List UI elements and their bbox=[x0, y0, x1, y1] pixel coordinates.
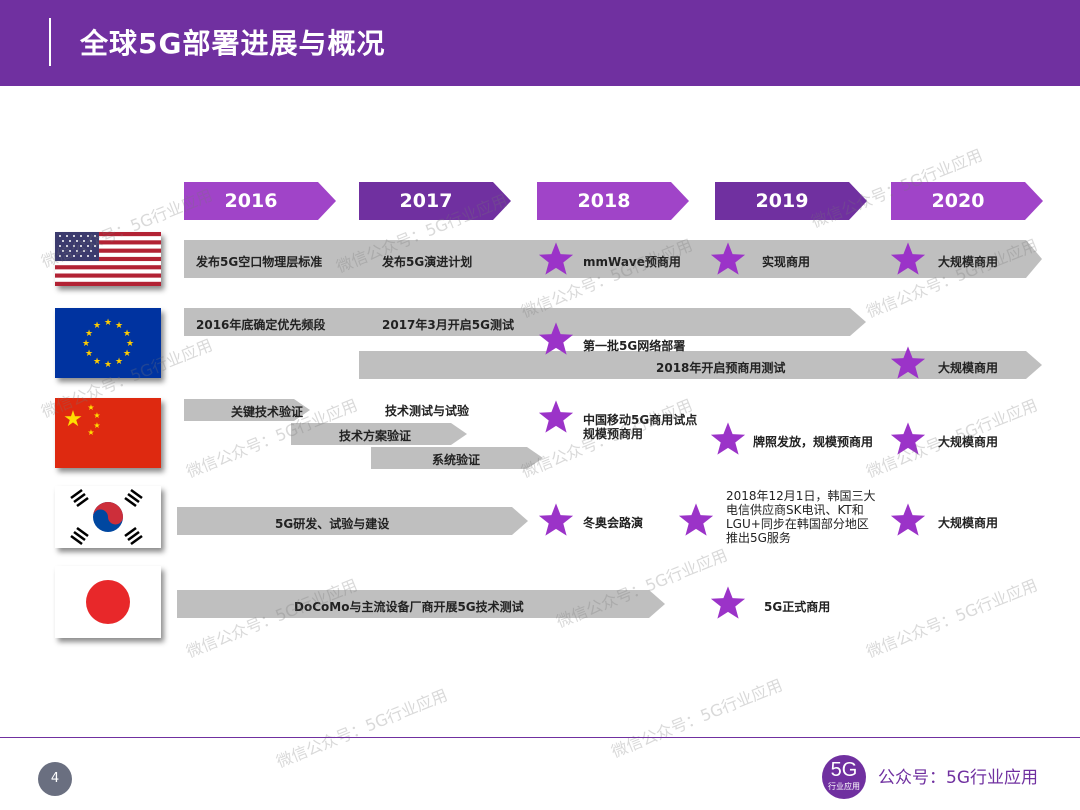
china-label-2019: 牌照发放，规模预商用 bbox=[753, 435, 874, 449]
japan-label-2019: 5G正式商用 bbox=[764, 600, 831, 614]
eu-label-2017: 2017年3月开启5G测试 bbox=[382, 318, 514, 332]
eu-label-2018-test: 2018年开启预商用测试 bbox=[656, 361, 786, 375]
svg-text:★: ★ bbox=[87, 428, 94, 437]
china-flag: ★ ★★ ★★ bbox=[55, 398, 161, 468]
svg-text:★: ★ bbox=[93, 421, 100, 430]
svg-text:★: ★ bbox=[104, 360, 112, 370]
svg-text:★: ★ bbox=[93, 321, 101, 331]
footer-divider bbox=[0, 737, 1080, 738]
japan-timeline-arrow bbox=[177, 590, 665, 618]
svg-text:★: ★ bbox=[126, 339, 134, 349]
logo-subtext: 行业应用 bbox=[828, 782, 860, 791]
china-arrow-1 bbox=[184, 399, 310, 421]
watermark: 微信公众号：5G行业应用 bbox=[553, 545, 731, 632]
china-label-system: 系统验证 bbox=[432, 453, 481, 467]
watermark: 微信公众号：5G行业应用 bbox=[608, 675, 786, 762]
year-2020: 2020 bbox=[891, 182, 1043, 220]
page-number: 4 bbox=[38, 762, 72, 796]
star-icon bbox=[538, 322, 574, 355]
star-icon bbox=[538, 242, 574, 275]
star-icon bbox=[890, 242, 926, 275]
china-label-2020: 大规模商用 bbox=[938, 435, 999, 449]
china-arrow-2 bbox=[291, 423, 467, 445]
svg-text:★: ★ bbox=[123, 349, 131, 359]
svg-text:★: ★ bbox=[63, 407, 83, 432]
star-icon bbox=[890, 346, 926, 379]
eu-label-2016: 2016年底确定优先频段 bbox=[196, 318, 326, 332]
japan-flag bbox=[55, 566, 161, 638]
page-title: 全球5G部署进展与概况 bbox=[80, 27, 386, 60]
header-divider bbox=[49, 18, 51, 66]
star-icon bbox=[890, 503, 926, 536]
year-2019: 2019 bbox=[715, 182, 867, 220]
china-label-key-tech: 关键技术验证 bbox=[231, 405, 304, 419]
svg-text:★: ★ bbox=[115, 321, 123, 331]
star-icon bbox=[678, 503, 714, 536]
svg-text:★: ★ bbox=[85, 349, 93, 359]
star-icon bbox=[710, 586, 746, 619]
eu-label-2020: 大规模商用 bbox=[938, 361, 999, 375]
header-bar: 全球5G部署进展与概况 bbox=[0, 0, 1080, 86]
japan-label-docomo: DoCoMo与主流设备厂商开展5G技术测试 bbox=[294, 600, 524, 614]
year-2018: 2018 bbox=[537, 182, 689, 220]
watermark: 微信公众号：5G行业应用 bbox=[273, 685, 451, 772]
svg-text:★: ★ bbox=[93, 411, 100, 420]
china-label-2018: 中国移动5G商用试点规模预商用 bbox=[583, 413, 698, 441]
svg-text:★: ★ bbox=[85, 329, 93, 339]
year-2016: 2016 bbox=[184, 182, 336, 220]
svg-text:★: ★ bbox=[93, 357, 101, 367]
svg-text:★: ★ bbox=[87, 403, 94, 412]
brand-logo: 5G 行业应用 bbox=[822, 755, 866, 799]
eu-timeline-arrow-2 bbox=[359, 351, 1042, 379]
account-name: 公众号：5G行业应用 bbox=[878, 768, 1038, 788]
korea-timeline-arrow bbox=[177, 507, 528, 535]
usa-flag bbox=[55, 232, 161, 286]
year-2017: 2017 bbox=[359, 182, 511, 220]
svg-text:★: ★ bbox=[82, 339, 90, 349]
usa-label-2018: mmWave预商用 bbox=[583, 255, 681, 269]
star-icon bbox=[538, 400, 574, 433]
usa-label-2019: 实现商用 bbox=[762, 255, 811, 269]
korea-label-rd: 5G研发、试验与建设 bbox=[275, 517, 390, 531]
svg-text:★: ★ bbox=[104, 318, 112, 328]
eu-timeline-arrow-1 bbox=[184, 308, 866, 336]
korea-label-2018: 冬奥会路演 bbox=[583, 516, 644, 530]
logo-text: 5G bbox=[830, 759, 858, 781]
watermark: 微信公众号：5G行业应用 bbox=[863, 575, 1041, 662]
star-icon bbox=[538, 503, 574, 536]
star-icon bbox=[710, 242, 746, 275]
star-icon bbox=[890, 422, 926, 455]
korea-flag bbox=[55, 486, 161, 548]
china-label-tech-test: 技术测试与试验 bbox=[385, 404, 470, 418]
usa-label-2020: 大规模商用 bbox=[938, 255, 999, 269]
usa-label-2017: 发布5G演进计划 bbox=[382, 255, 473, 269]
eu-flag: ★★★ ★★★ ★★★ ★★★ bbox=[55, 308, 161, 378]
korea-label-2020: 大规模商用 bbox=[938, 516, 999, 530]
eu-label-2018-deploy: 第一批5G网络部署 bbox=[583, 339, 686, 353]
svg-text:★: ★ bbox=[123, 329, 131, 339]
svg-text:★: ★ bbox=[115, 357, 123, 367]
usa-label-2016: 发布5G空口物理层标准 bbox=[196, 255, 323, 269]
korea-label-2019: 2018年12月1日，韩国三大电信供应商SK电讯、KT和LGU+同步在韩国部分地… bbox=[726, 489, 876, 545]
star-icon bbox=[710, 422, 746, 455]
china-arrow-3 bbox=[371, 447, 543, 469]
china-label-solution: 技术方案验证 bbox=[339, 429, 412, 443]
